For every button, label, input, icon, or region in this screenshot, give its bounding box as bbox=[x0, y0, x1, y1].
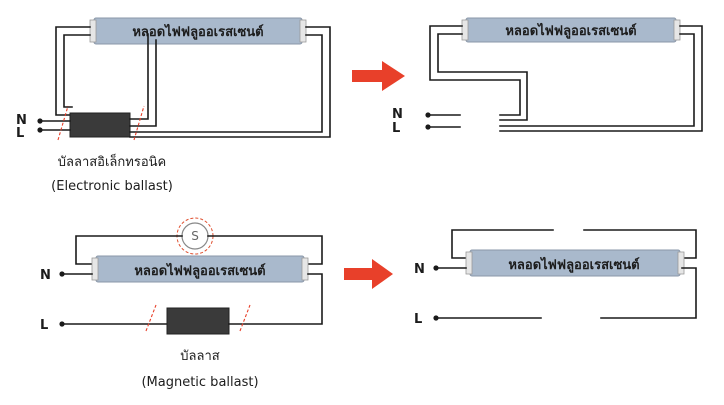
label-l: L bbox=[414, 312, 422, 327]
panel-magnetic-before: S หลอดไฟฟลูออเรสเซนต์ N L บัลลาส (Magnet… bbox=[40, 217, 323, 390]
caption-electronic-th: บัลลาสอิเล็กทรอนิค bbox=[58, 152, 166, 170]
label-l: L bbox=[392, 121, 400, 136]
tube-label: หลอดไฟฟลูออเรสเซนต์ bbox=[132, 23, 263, 40]
panel-magnetic-after: หลอดไฟฟลูออเรสเซนต์ N L bbox=[414, 229, 697, 327]
label-n: N bbox=[40, 268, 51, 283]
tube-label: หลอดไฟฟลูออเรสเซนต์ bbox=[134, 262, 265, 279]
caption-electronic-en: (Electronic ballast) bbox=[51, 179, 173, 194]
arrow-right-icon bbox=[352, 61, 405, 91]
arrow-right-icon bbox=[344, 259, 393, 289]
panel-electronic-after: หลอดไฟฟลูออเรสเซนต์ N L bbox=[392, 17, 703, 136]
label-l: L bbox=[16, 126, 24, 141]
fluorescent-tube: หลอดไฟฟลูออเรสเซนต์ bbox=[461, 17, 681, 43]
electronic-ballast bbox=[69, 112, 131, 138]
starter-symbol: S bbox=[191, 229, 199, 243]
fluorescent-tube: หลอดไฟฟลูออเรสเซนต์ bbox=[465, 249, 685, 277]
caption-magnetic-en: (Magnetic ballast) bbox=[141, 375, 258, 390]
caption-magnetic-th: บัลลาส bbox=[180, 349, 219, 364]
tube-label: หลอดไฟฟลูออเรสเซนต์ bbox=[508, 256, 639, 273]
label-n: N bbox=[414, 262, 425, 277]
label-n: N bbox=[16, 113, 27, 128]
label-n: N bbox=[392, 107, 403, 122]
fluorescent-tube: หลอดไฟฟลูออเรสเซนต์ bbox=[91, 255, 309, 283]
fluorescent-tube: หลอดไฟฟลูออเรสเซนต์ bbox=[89, 17, 307, 45]
magnetic-ballast bbox=[166, 307, 230, 335]
tube-label: หลอดไฟฟลูออเรสเซนต์ bbox=[505, 22, 636, 39]
panel-electronic-before: หลอดไฟฟลูออเรสเซนต์ N L บัลลาสอิเล็กทรอน… bbox=[16, 17, 331, 194]
label-l: L bbox=[40, 318, 48, 333]
